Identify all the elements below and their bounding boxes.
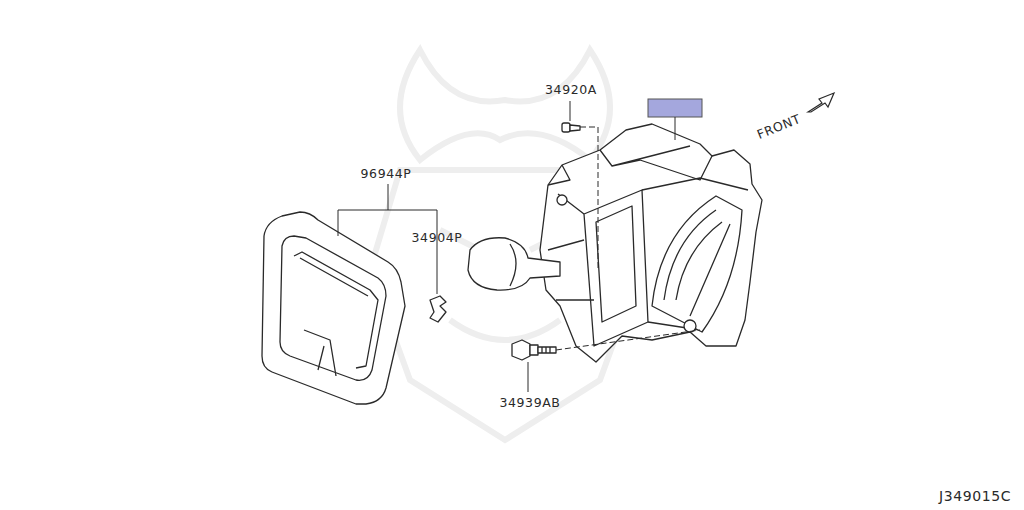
shifter-housing bbox=[540, 124, 762, 362]
leader-lines bbox=[338, 101, 700, 392]
front-panel bbox=[584, 190, 648, 346]
direction-label: FRONT bbox=[755, 112, 803, 142]
clip bbox=[430, 296, 446, 322]
bolt bbox=[512, 340, 556, 360]
callout-number: 34904P bbox=[412, 231, 463, 245]
callout-number: 96944P bbox=[361, 167, 412, 181]
shift-gate bbox=[652, 196, 742, 332]
callout-number: 34939AB bbox=[499, 396, 560, 410]
shift-lever bbox=[468, 238, 560, 290]
bezel-frame bbox=[262, 212, 405, 404]
screw bbox=[562, 123, 580, 132]
diagram-code: J349015C bbox=[939, 489, 1011, 504]
bezel-frame-inner bbox=[280, 236, 386, 380]
front-arrow bbox=[808, 93, 834, 112]
highlight-box bbox=[648, 99, 702, 117]
callout-number: 34920A bbox=[545, 83, 597, 97]
